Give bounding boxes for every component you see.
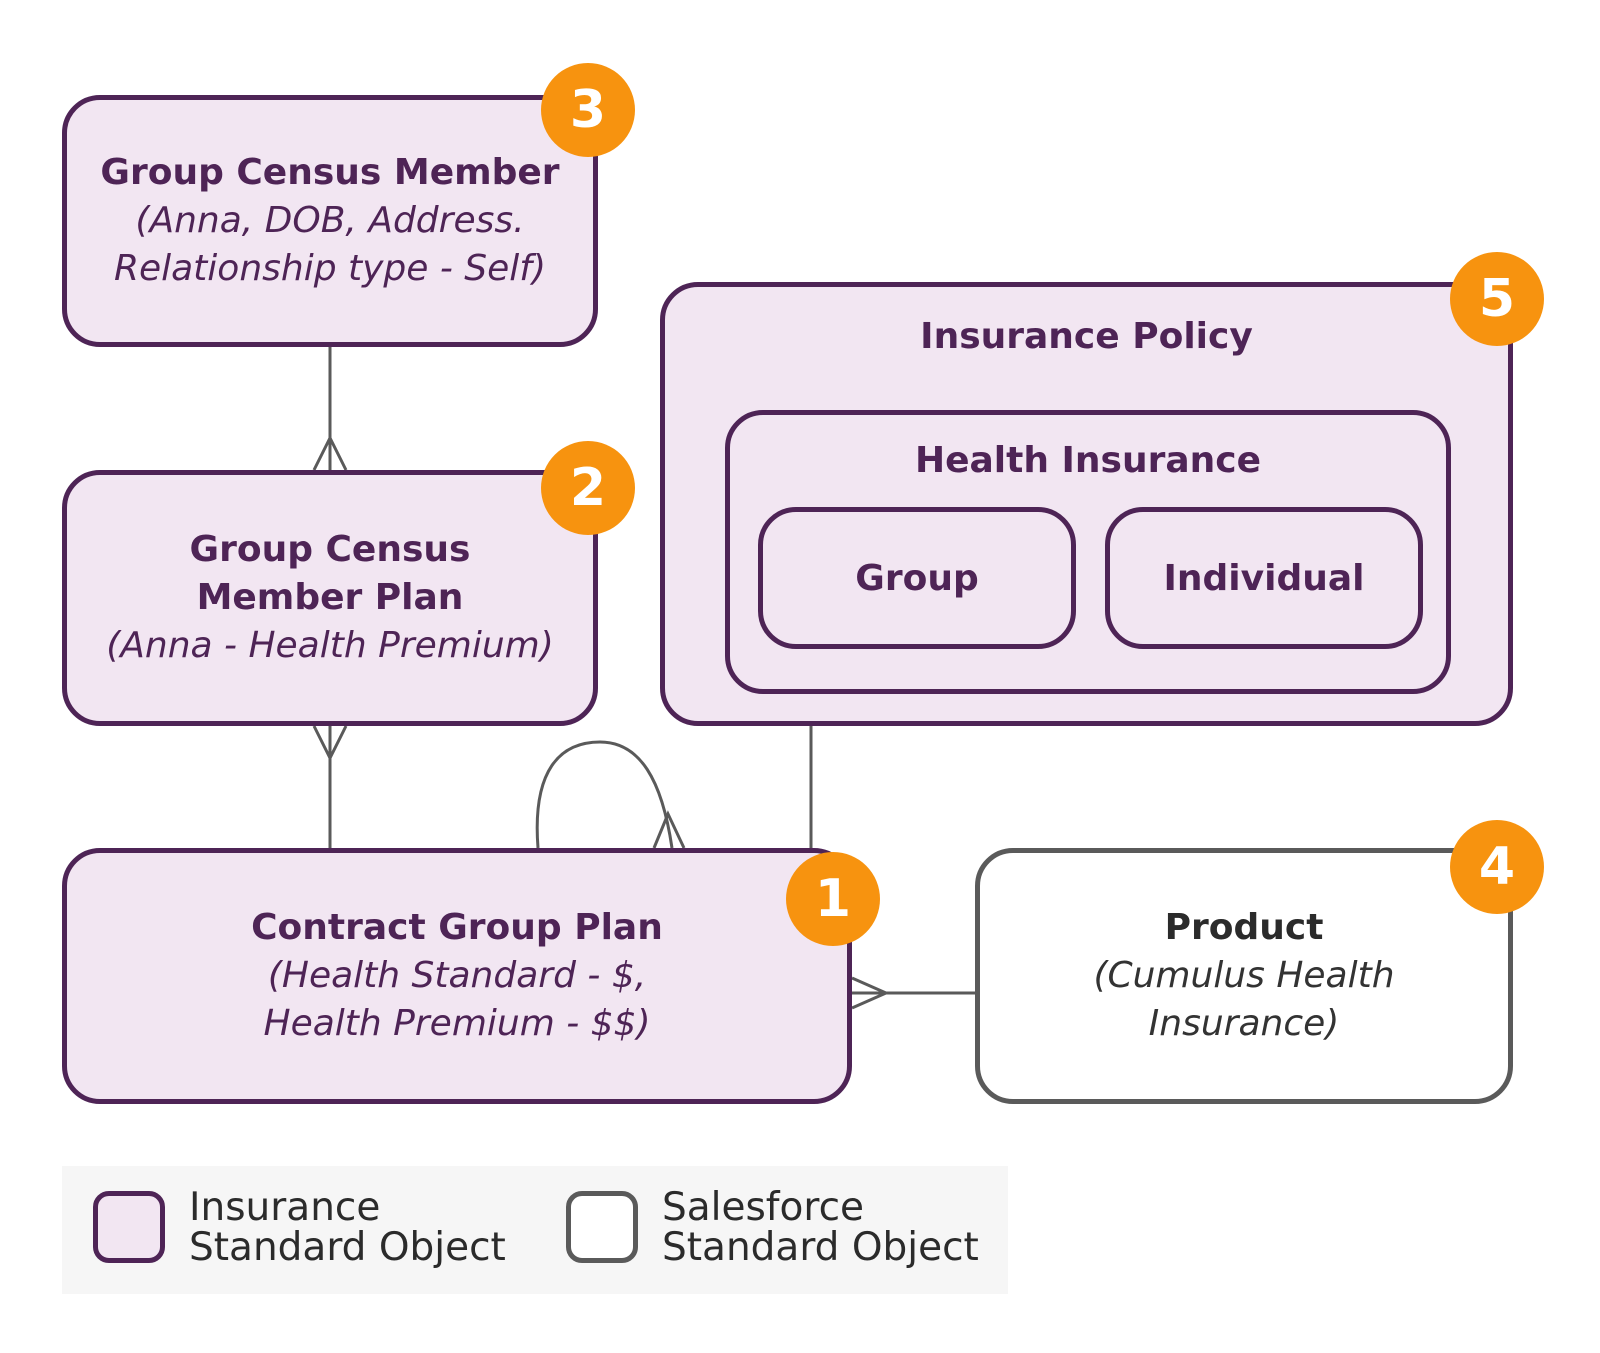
member-plan-title-2: Member Plan bbox=[196, 577, 464, 618]
group-census-member-plan-box: Group Census Member Plan (Anna - Health … bbox=[62, 470, 598, 726]
crowfoot-contract-plan-right bbox=[851, 976, 890, 1010]
group-policy-box: Group bbox=[758, 507, 1076, 649]
legend-swatch-insurance bbox=[93, 1191, 165, 1263]
insurance-policy-title: Insurance Policy bbox=[920, 316, 1253, 357]
group-census-member-title: Group Census Member bbox=[100, 152, 560, 193]
member-plan-title-1: Group Census bbox=[189, 529, 471, 570]
legend-insurance-line-2: Standard Object bbox=[189, 1225, 506, 1270]
badge-3: 3 bbox=[541, 63, 635, 157]
legend-salesforce-line-2: Standard Object bbox=[662, 1225, 979, 1270]
group-census-member-detail-1: (Anna, DOB, Address. bbox=[135, 200, 525, 241]
member-plan-detail: (Anna - Health Premium) bbox=[106, 625, 554, 666]
legend-label-salesforce: Salesforce Standard Object bbox=[662, 1188, 979, 1268]
health-insurance-title: Health Insurance bbox=[914, 440, 1262, 481]
badge-4: 4 bbox=[1450, 820, 1544, 914]
crowfoot-member-plan-top bbox=[312, 434, 348, 471]
insurance-policy-box: Insurance Policy Health Insurance Group … bbox=[660, 282, 1513, 726]
legend-insurance-line-1: Insurance bbox=[189, 1185, 381, 1230]
crowfoot-member-plan-bottom bbox=[312, 725, 348, 762]
group-census-member-detail-2: Relationship type - Self) bbox=[113, 248, 547, 289]
health-insurance-box: Health Insurance Group Individual bbox=[725, 410, 1451, 694]
legend-salesforce-line-1: Salesforce bbox=[662, 1185, 865, 1230]
product-detail-1: (Cumulus Health bbox=[1093, 955, 1395, 996]
contract-group-plan-title: Contract Group Plan bbox=[251, 907, 663, 948]
contract-group-plan-box: Contract Group Plan (Health Standard - $… bbox=[62, 848, 852, 1104]
connector-self-loop bbox=[535, 740, 674, 849]
badge-1: 1 bbox=[786, 852, 880, 946]
product-title: Product bbox=[1164, 907, 1324, 948]
badge-5: 5 bbox=[1450, 252, 1544, 346]
product-box: Product (Cumulus Health Insurance) bbox=[975, 848, 1513, 1104]
crowfoot-self-loop bbox=[652, 810, 686, 849]
badge-2: 2 bbox=[541, 441, 635, 535]
individual-policy-label: Individual bbox=[1163, 557, 1365, 599]
legend-swatch-salesforce bbox=[566, 1191, 638, 1263]
group-census-member-box: Group Census Member (Anna, DOB, Address.… bbox=[62, 95, 598, 347]
individual-policy-box: Individual bbox=[1105, 507, 1423, 649]
product-detail-2: Insurance) bbox=[1148, 1003, 1340, 1044]
legend-label-insurance: Insurance Standard Object bbox=[189, 1188, 506, 1268]
group-policy-label: Group bbox=[855, 557, 979, 599]
contract-group-plan-detail-1: (Health Standard - $, bbox=[267, 955, 647, 996]
legend: Insurance Standard Object Salesforce Sta… bbox=[62, 1166, 1008, 1294]
contract-group-plan-detail-2: Health Premium - $$) bbox=[263, 1003, 651, 1044]
